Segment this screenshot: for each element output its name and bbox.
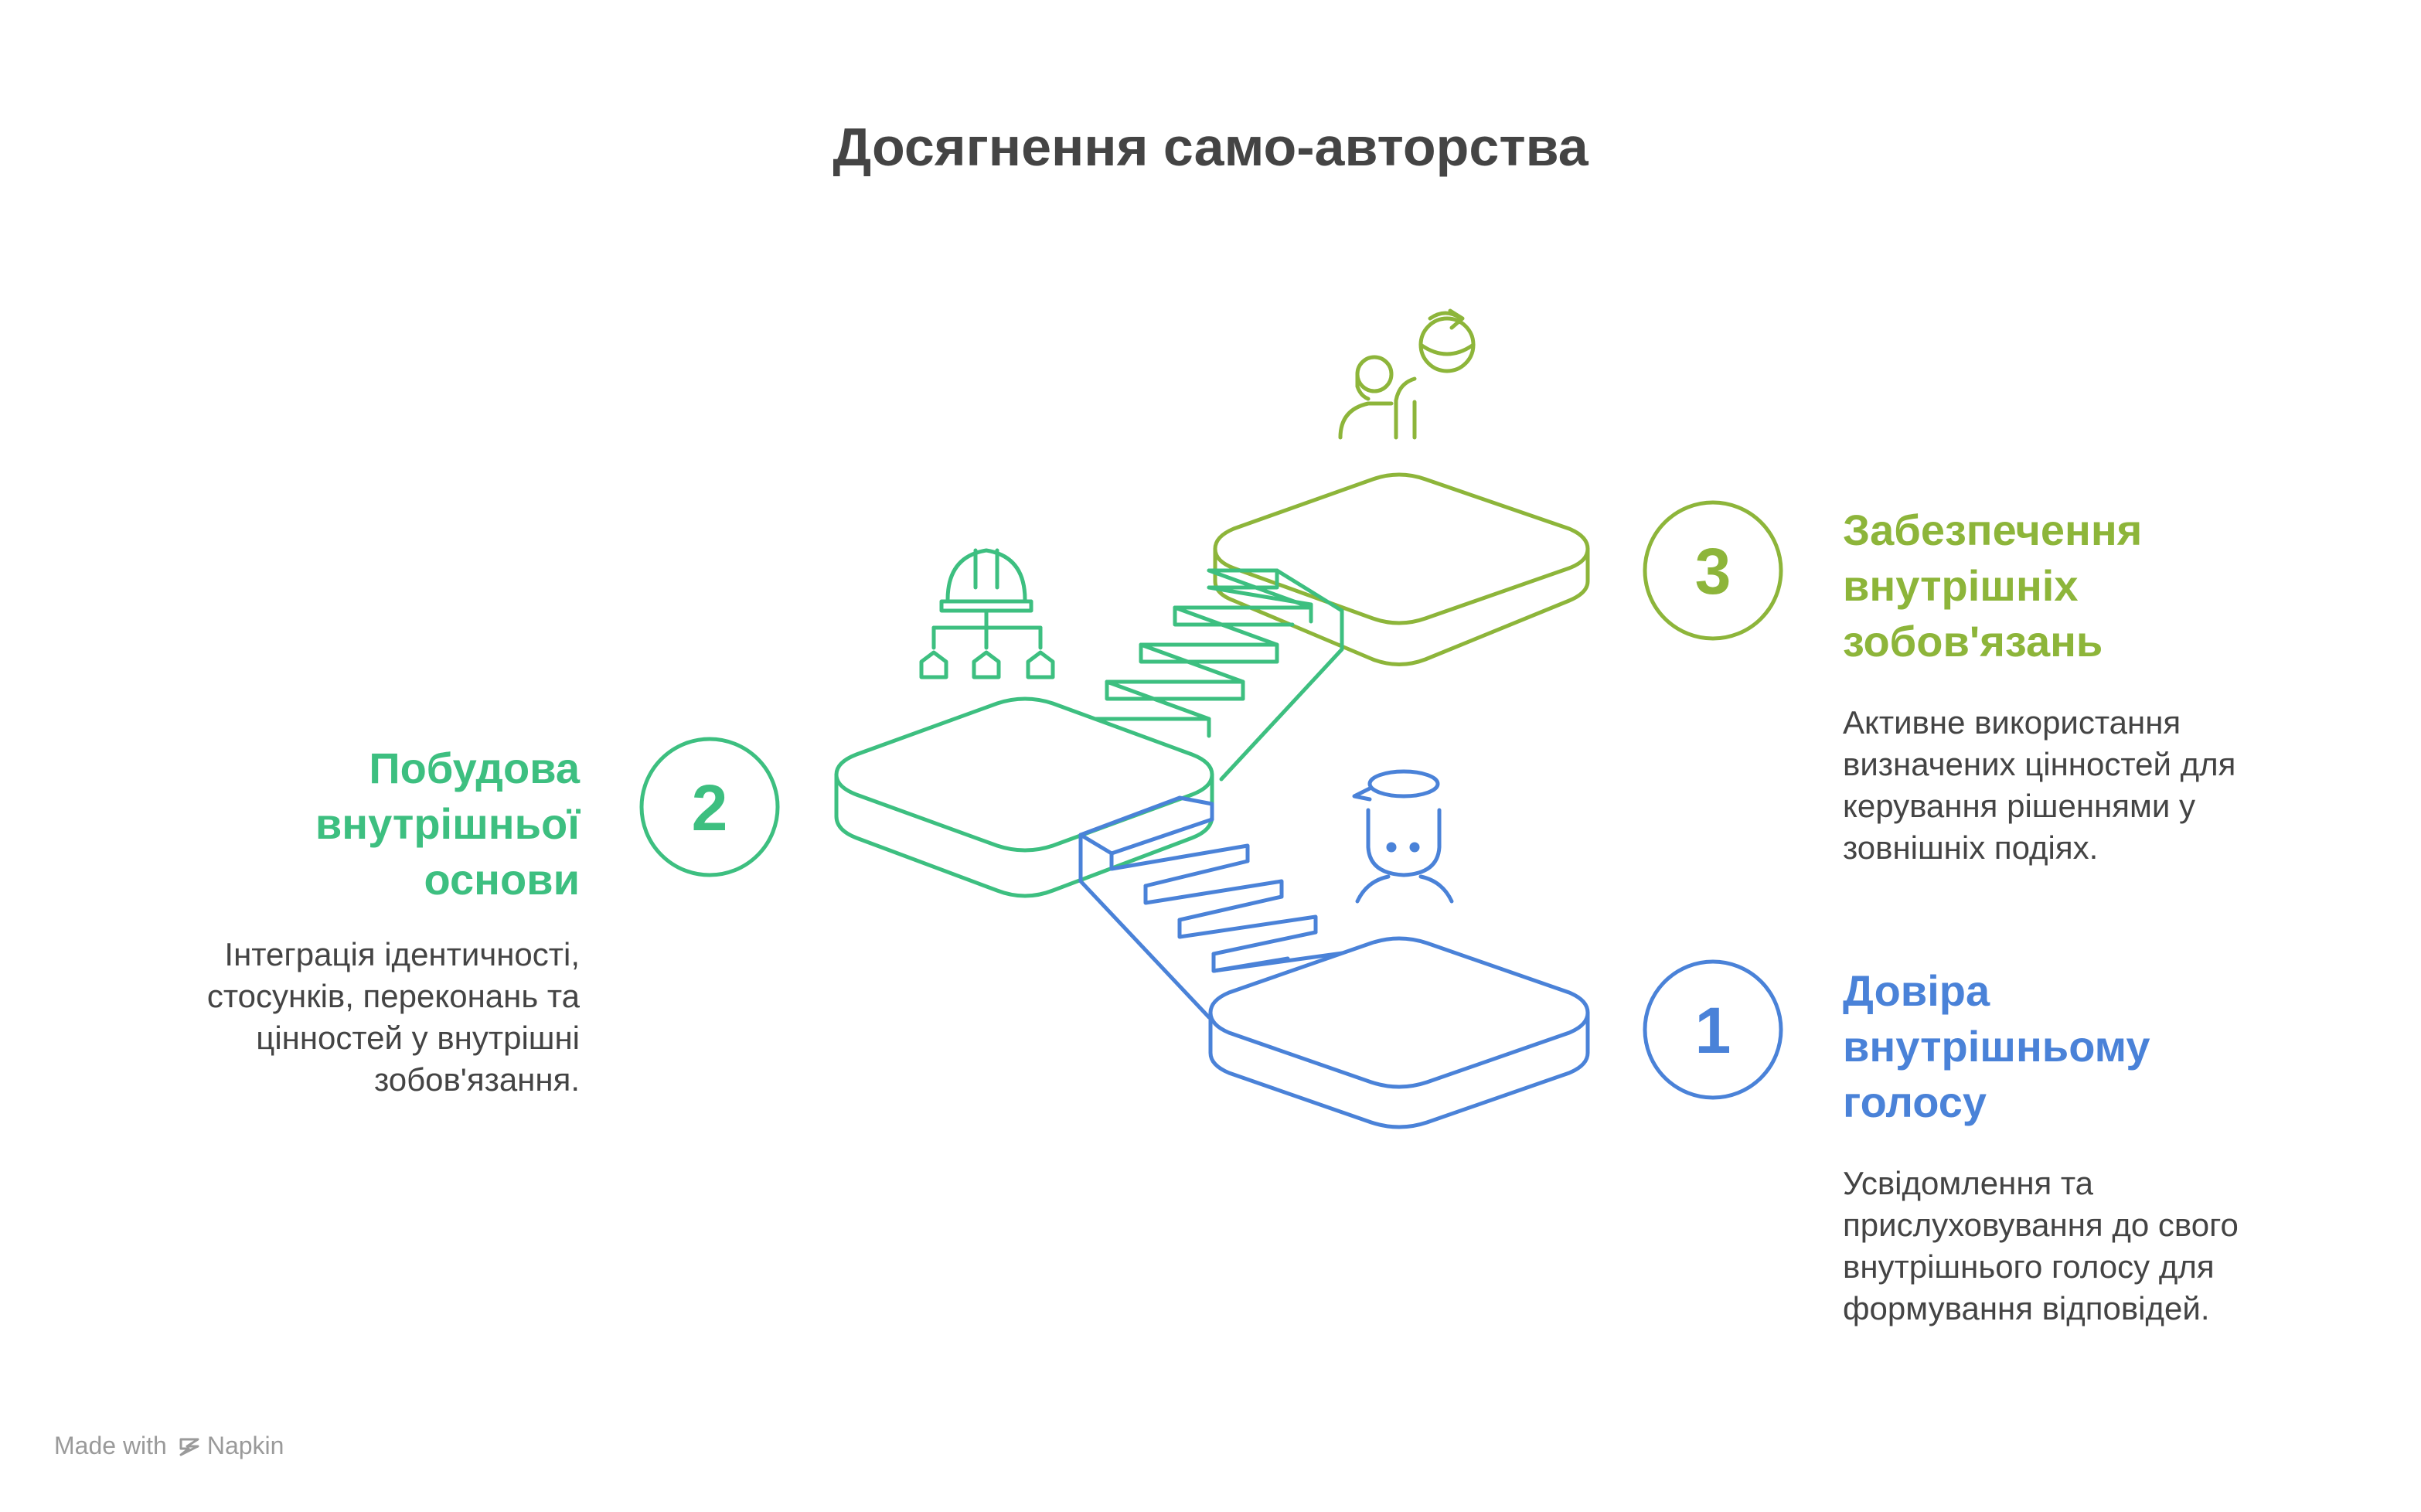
napkin-logo-icon xyxy=(179,1438,199,1456)
platform-1 xyxy=(1208,936,1590,1129)
person-with-refresh-icon xyxy=(1338,308,1476,440)
step-3-badge: 3 xyxy=(1643,500,1783,641)
napkin-brand: Napkin xyxy=(178,1432,284,1460)
step-2-badge: 2 xyxy=(639,737,780,877)
stairs-2-to-3 xyxy=(1074,568,1344,782)
step-2-number: 2 xyxy=(692,771,728,844)
platform-2 xyxy=(834,696,1214,898)
napkin-brand-label: Napkin xyxy=(206,1432,284,1459)
hardhat-hierarchy-icon xyxy=(919,548,1055,679)
made-with-footer: Made with Napkin xyxy=(54,1432,284,1460)
made-with-label: Made with xyxy=(54,1432,167,1459)
step-1-number: 1 xyxy=(1695,994,1731,1067)
step-3-heading: Забезпечення внутрішніх зобов'язань xyxy=(1843,506,2143,666)
step-2-heading: Побудова внутрішньої основи xyxy=(315,744,580,904)
person-with-cap-icon xyxy=(1352,769,1454,904)
step-1-heading: Довіра внутрішньому голосу xyxy=(1843,966,2150,1126)
step-1-badge: 1 xyxy=(1643,959,1783,1100)
step-3-description: Активне використання визначених цінносте… xyxy=(1843,704,2236,866)
platform-3 xyxy=(1213,472,1590,666)
stairs-1-to-2 xyxy=(1078,795,1350,1020)
step-3-number: 3 xyxy=(1695,535,1731,608)
step-2-description: Інтеграція ідентичності, стосунків, пере… xyxy=(206,936,580,1098)
diagram-title: Досягнення само-авторства xyxy=(833,117,1588,177)
step-1-description: Усвідомлення та прислуховування до свого… xyxy=(1843,1165,2239,1326)
